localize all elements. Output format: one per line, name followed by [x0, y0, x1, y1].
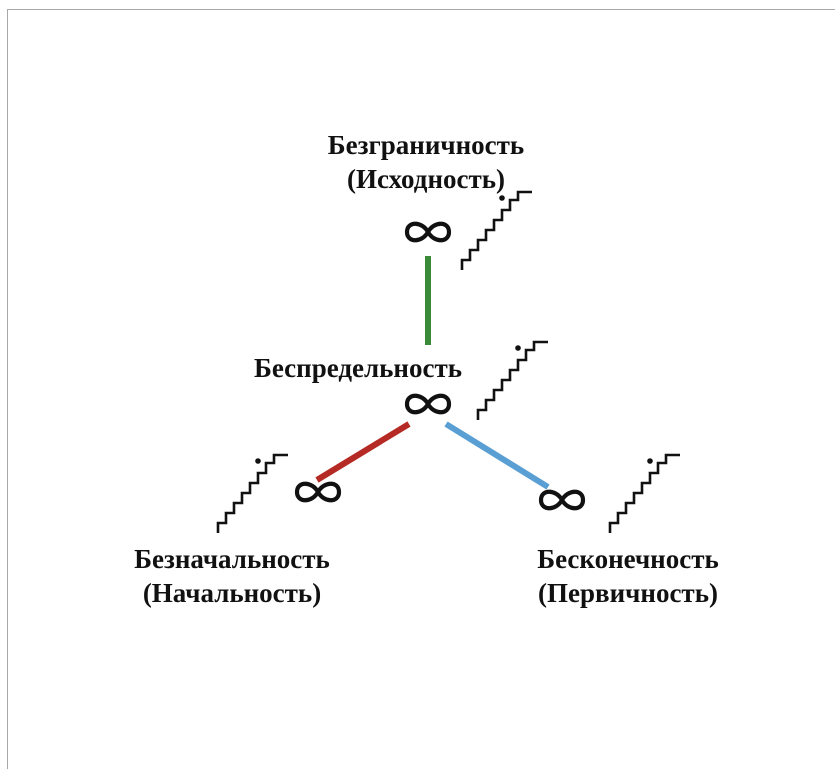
- node-left-label: Безначальность (Начальность): [82, 542, 382, 610]
- connector-mid-left: [315, 421, 411, 483]
- infinity-icon-top: [407, 224, 449, 241]
- node-mid-title: Беспредельность: [254, 353, 462, 383]
- node-top-label: Безграничность (Исходность): [276, 128, 576, 196]
- staircase-icon-right: [608, 453, 682, 535]
- staircase-icon-top: [460, 190, 534, 272]
- infinity-icon-right: [541, 492, 583, 509]
- node-right-subtitle: (Первичность): [538, 578, 718, 608]
- infinity-icon-left: [297, 484, 339, 501]
- node-left-title: Безначальность: [134, 544, 330, 574]
- staircase-icon-left: [216, 453, 290, 535]
- connector-mid-right: [444, 421, 550, 490]
- figure-frame: [7, 9, 835, 769]
- infinity-icon-mid: [407, 396, 449, 413]
- node-right-label: Бесконечность (Первичность): [478, 542, 778, 610]
- node-top-title: Безграничность: [327, 130, 525, 160]
- node-right-title: Бесконечность: [537, 544, 719, 574]
- node-top-subtitle: (Исходность): [346, 164, 506, 194]
- node-mid-label: Беспредельность: [208, 351, 508, 385]
- node-left-subtitle: (Начальность): [142, 578, 322, 608]
